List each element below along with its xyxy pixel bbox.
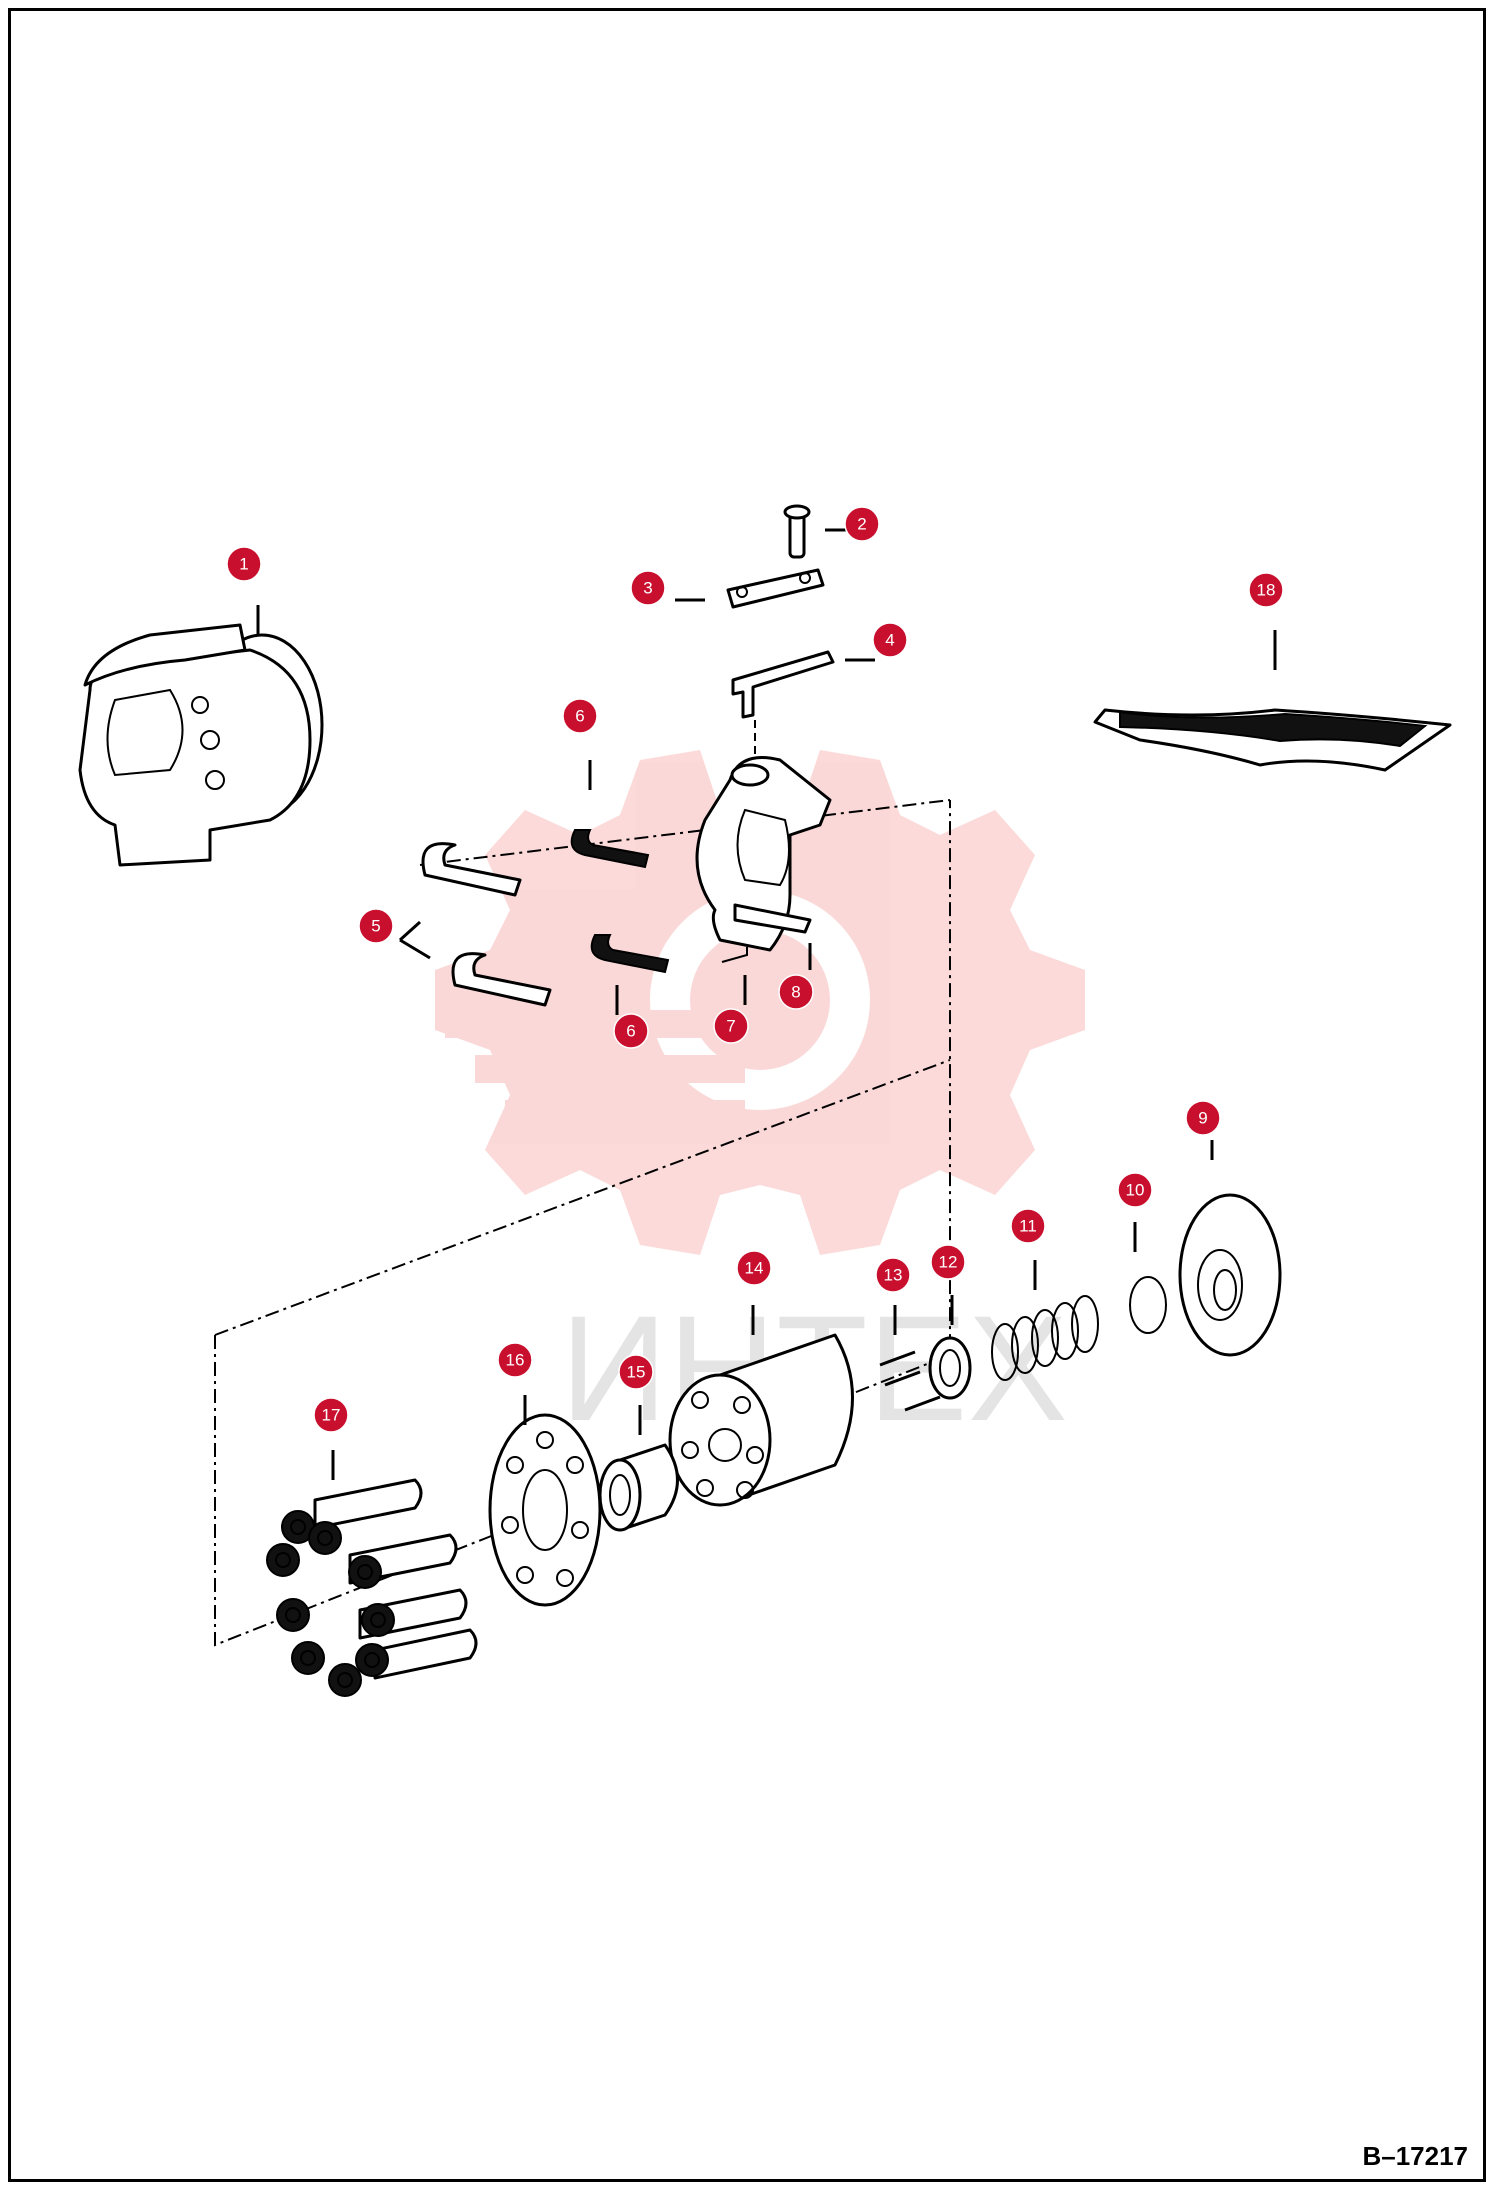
svg-text:10: 10 (1126, 1181, 1145, 1200)
part-4-arm (731, 650, 835, 719)
callout-10[interactable]: 10 (1117, 1172, 1153, 1208)
callout-3[interactable]: 3 (630, 570, 666, 606)
svg-text:18: 18 (1257, 581, 1276, 600)
part-10-snap-ring (1129, 1276, 1167, 1334)
svg-text:16: 16 (506, 1351, 525, 1370)
callout-9[interactable]: 9 (1185, 1100, 1221, 1136)
part-15-ball-guide (598, 1443, 679, 1532)
svg-text:14: 14 (745, 1259, 764, 1278)
part-5-guide-lower (451, 952, 552, 1007)
part-16-retainer-plate (488, 1413, 602, 1607)
callout-16[interactable]: 16 (497, 1342, 533, 1378)
svg-text:5: 5 (371, 917, 380, 936)
part-1-housing (78, 623, 324, 867)
callout-7[interactable]: 7 (713, 1008, 749, 1044)
svg-text:17: 17 (322, 1406, 341, 1425)
callout-6-upper[interactable]: 6 (562, 698, 598, 734)
part-11-spring (991, 1295, 1099, 1381)
callout-14[interactable]: 14 (736, 1250, 772, 1286)
part-2-pin (783, 504, 811, 559)
svg-text:13: 13 (884, 1266, 903, 1285)
figure-code: B–17217 (1362, 2141, 1468, 2171)
svg-text:11: 11 (1019, 1217, 1037, 1236)
callout-5[interactable]: 5 (358, 908, 394, 944)
leader-lines (256, 528, 1277, 1480)
callout-15[interactable]: 15 (618, 1354, 654, 1390)
callout-13[interactable]: 13 (875, 1257, 911, 1293)
svg-text:6: 6 (626, 1022, 635, 1041)
svg-text:3: 3 (643, 579, 652, 598)
callout-6-lower[interactable]: 6 (613, 1013, 649, 1049)
callout-18[interactable]: 18 (1248, 572, 1284, 608)
part-6-bearing-lower (590, 934, 670, 974)
callout-4[interactable]: 4 (872, 622, 908, 658)
part-6-bearing-upper (570, 829, 650, 869)
svg-text:1: 1 (239, 555, 248, 574)
part-9-port-plate (1178, 1193, 1282, 1357)
part-3-plate (726, 568, 825, 609)
part-14-cylinder-block (668, 1333, 854, 1507)
part-17-pistons (266, 1478, 478, 1697)
callout-2[interactable]: 2 (844, 506, 880, 542)
part-5-guide-upper (421, 842, 522, 897)
callout-12[interactable]: 12 (930, 1244, 966, 1280)
svg-text:9: 9 (1198, 1109, 1207, 1128)
part-13-pins (879, 1350, 941, 1412)
callout-11[interactable]: 11 (1010, 1208, 1046, 1244)
callout-17[interactable]: 17 (313, 1397, 349, 1433)
callout-1[interactable]: 1 (226, 546, 262, 582)
svg-text:15: 15 (627, 1363, 646, 1382)
svg-text:4: 4 (885, 631, 894, 650)
svg-text:12: 12 (939, 1253, 958, 1272)
part-18-gasket (1093, 708, 1452, 772)
part-7-key (721, 947, 748, 963)
callout-8[interactable]: 8 (778, 974, 814, 1010)
part-8-swashplate (695, 756, 832, 952)
svg-text:6: 6 (575, 707, 584, 726)
watermark-logo (435, 750, 1085, 1255)
drawing-frame (8, 8, 1486, 2182)
svg-text:2: 2 (857, 515, 866, 534)
part-12-washer (928, 1336, 972, 1400)
svg-text:7: 7 (726, 1017, 735, 1036)
svg-text:8: 8 (791, 983, 800, 1002)
